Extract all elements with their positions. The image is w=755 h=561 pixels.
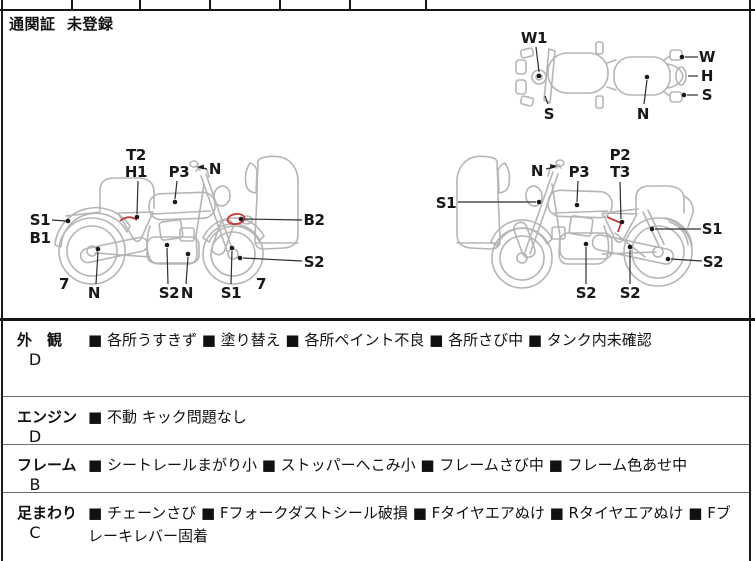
top-table-divider [279, 0, 281, 9]
damage-code-s: S [543, 105, 555, 123]
defect-items: ■ 不動 キック問題なし [88, 408, 247, 426]
damage-code-7: 7 [255, 275, 267, 293]
defect-items: ■ チェーンさび ■ Fフォークダストシール破損 ■ Fタイヤエアぬけ ■ Rタ… [88, 504, 731, 545]
damage-code-n: N [636, 105, 650, 123]
left-bike-outline [54, 155, 299, 285]
category-label: エンジン [17, 408, 78, 426]
table-row-exterior: 外 観 D ■ 各所うすきず ■ 塗り替え ■ 各所ペイント不良 ■ 各所さび中… [0, 320, 755, 396]
damage-code-s2: S2 [619, 284, 641, 302]
grade-value: D [28, 427, 42, 446]
damage-code-w1: W1 [520, 29, 548, 47]
damage-code-n: N [87, 284, 101, 302]
top-table-divider [349, 0, 351, 9]
top-table-divider [209, 0, 211, 9]
table-row-undercarriage: 足まわり C ■ チェーンさび ■ Fフォークダストシール破損 ■ Fタイヤエア… [0, 493, 755, 561]
table-row-engine: エンジン D ■ 不動 キック問題なし [0, 397, 755, 446]
damage-code-p3: P3 [168, 163, 190, 181]
damage-code-n: N [180, 284, 194, 302]
damage-code-p3: P3 [568, 163, 590, 181]
damage-code-b1: B1 [29, 229, 51, 247]
damage-code-n: N [208, 160, 222, 178]
damage-code-h: H [700, 67, 714, 85]
leader-dots [65, 54, 687, 262]
damage-code-b2: B2 [303, 211, 325, 229]
defect-items: ■ 各所うすきず ■ 塗り替え ■ 各所ペイント不良 ■ 各所さび中 ■ タンク… [88, 331, 652, 349]
damage-code-s2: S2 [575, 284, 597, 302]
top-view-bike-outline [515, 41, 687, 109]
category-label: 外 観 [17, 331, 63, 349]
damage-code-s2: S2 [702, 253, 724, 271]
top-table-divider [425, 0, 427, 9]
sheet-right-border [749, 0, 751, 561]
damage-code-s1: S1 [701, 220, 723, 238]
row-divider [2, 492, 750, 493]
defect-items: ■ シートレールまがり小 ■ ストッパーへこみ小 ■ フレームさび中 ■ フレー… [88, 456, 688, 474]
table-top-border [0, 318, 755, 321]
damage-code-s: S [701, 86, 713, 104]
damage-code-h1: H1 [124, 163, 148, 181]
damage-code-t3: T3 [610, 163, 630, 181]
grade-value: C [29, 523, 41, 542]
damage-code-t2: T2 [126, 146, 146, 164]
top-table-divider [71, 0, 73, 9]
right-bike-outline [456, 155, 694, 289]
damage-code-w: W [698, 48, 716, 66]
damage-code-s2: S2 [158, 284, 180, 302]
damage-code-n: N [530, 162, 544, 180]
damage-code-7: 7 [58, 275, 70, 293]
category-label: 足まわり [17, 504, 78, 522]
category-label: フレーム [17, 456, 77, 474]
grade-value: B [29, 475, 41, 494]
damage-code-s2: S2 [303, 253, 325, 271]
damage-code-s1: S1 [29, 211, 51, 229]
customs-value: 未登録 [67, 15, 114, 33]
leader-lines [51, 46, 703, 285]
red-damage-marks [119, 213, 623, 233]
row-divider [2, 444, 750, 445]
sheet-left-border [1, 0, 3, 561]
damage-code-s1: S1 [220, 284, 242, 302]
grade-value: D [28, 350, 42, 369]
damage-code-p2: P2 [609, 146, 631, 164]
damage-code-s1: S1 [435, 194, 457, 212]
customs-label: 通関証 [9, 15, 56, 33]
top-table-partial-row [0, 0, 755, 11]
row-divider [2, 396, 750, 397]
table-row-frame: フレーム B ■ シートレールまがり小 ■ ストッパーへこみ小 ■ フレームさび… [0, 445, 755, 494]
top-table-divider [139, 0, 141, 9]
